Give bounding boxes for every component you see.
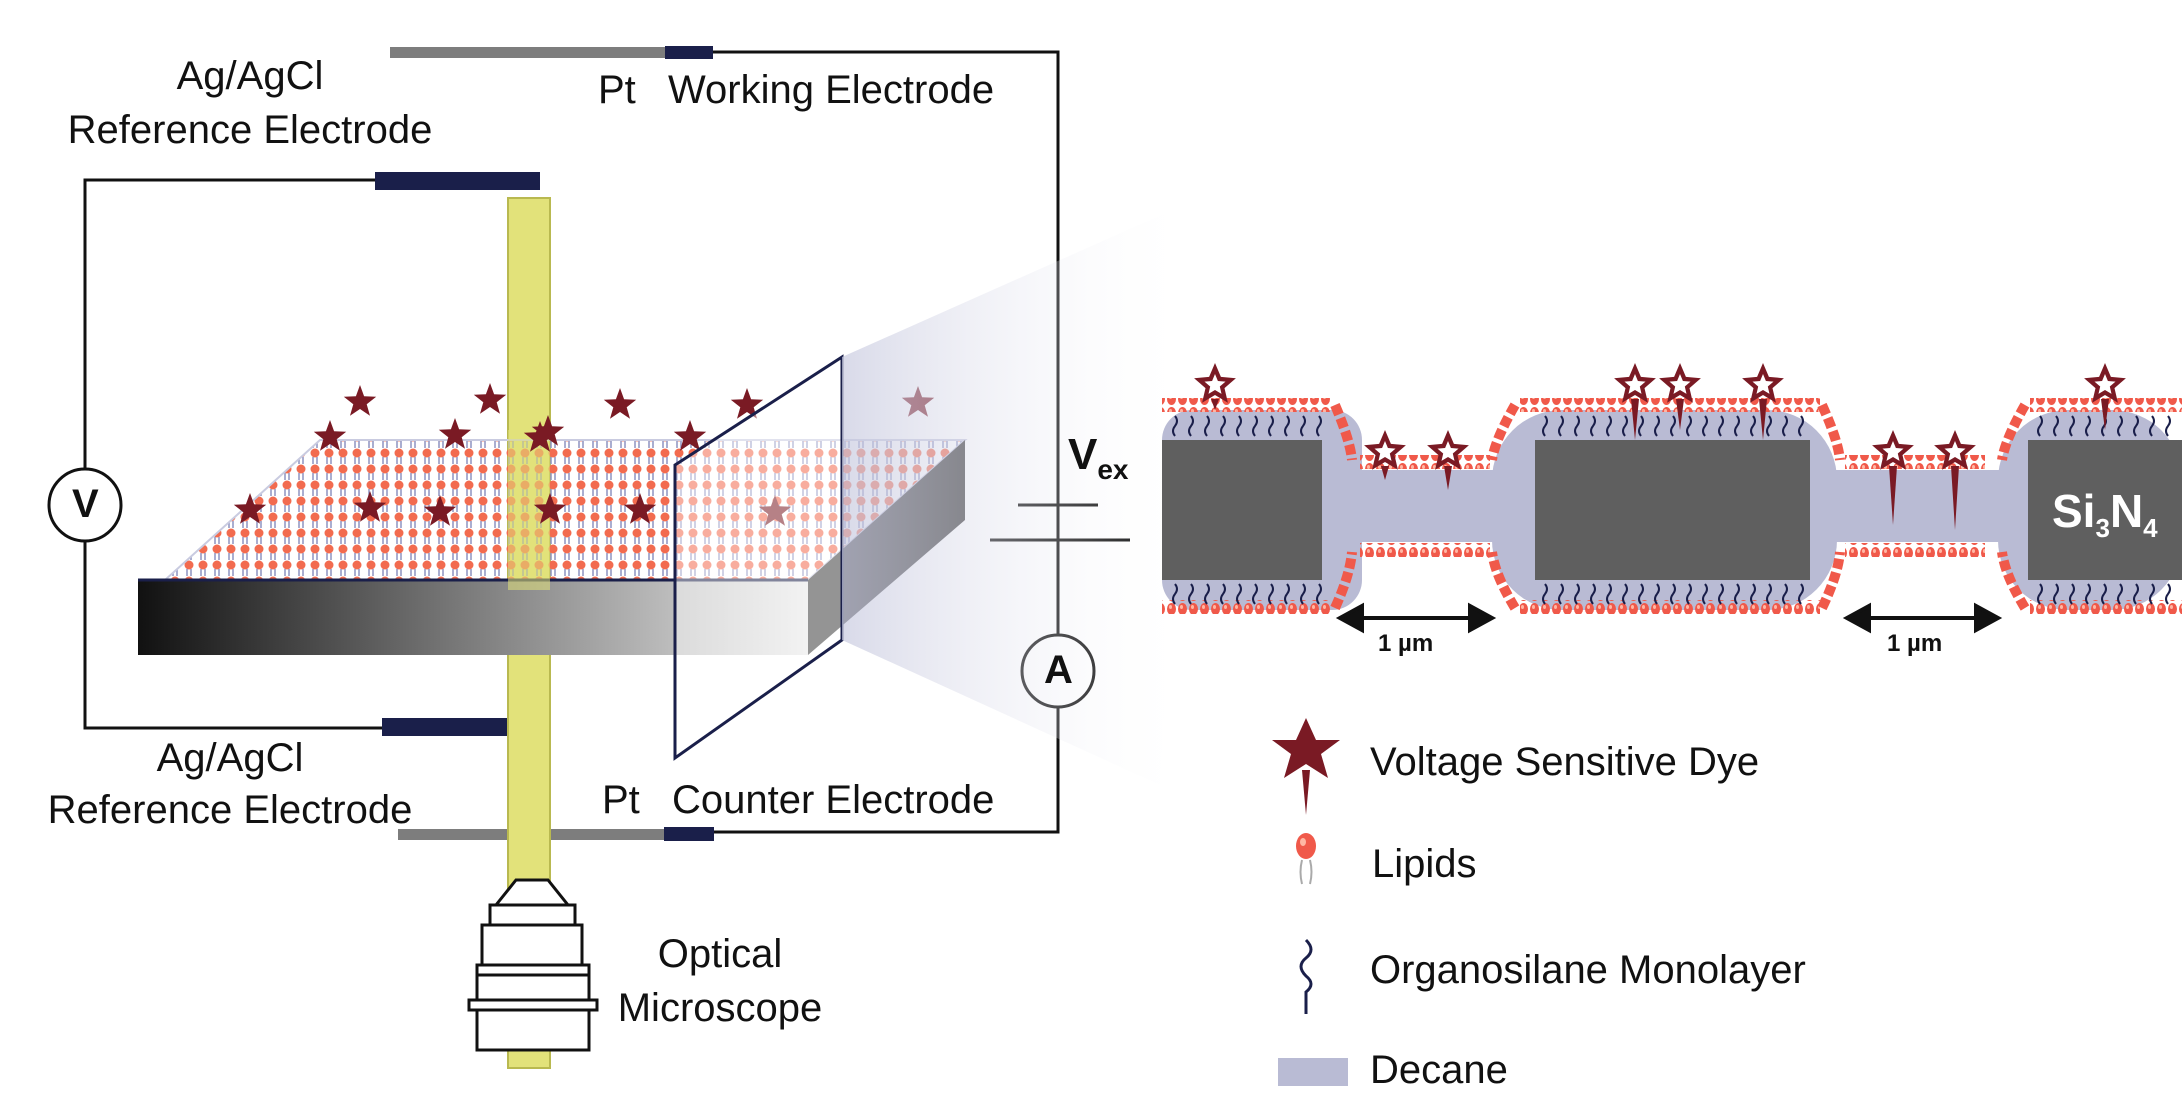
dye-star-marker (473, 383, 507, 414)
legend-organosilane-label: Organosilane Monolayer (1370, 948, 1806, 992)
zoom-projection (842, 200, 1195, 785)
scale-label-left: 1 µm (1378, 630, 1434, 657)
dye-star-marker (438, 418, 472, 449)
dye-molecule (1659, 363, 1701, 430)
dye-star-marker (758, 495, 792, 526)
dye-molecule (2084, 363, 2126, 430)
dye-star-marker (343, 385, 377, 416)
vex-label: Vex (1068, 430, 1129, 485)
dye-star-marker (623, 493, 657, 524)
microscope-label-line2: Microscope (617, 986, 823, 1030)
ref-electrode-top-label-line1: Ag/AgCl (176, 54, 324, 98)
dye-molecule (1194, 363, 1236, 410)
dye-molecule (1364, 430, 1406, 480)
dye-star-marker (673, 420, 707, 451)
reference-electrode-bottom (382, 718, 547, 736)
microscope-label-line1: Optical (657, 932, 783, 976)
dye-molecule (1742, 363, 1784, 440)
dye-star-marker (523, 421, 557, 452)
scale-label-right: 1 µm (1887, 630, 1943, 657)
organosilane-icon (1299, 938, 1313, 1014)
dye-star-marker (603, 388, 637, 419)
dye-molecule (1614, 363, 1656, 440)
voltmeter-circle (47, 467, 123, 543)
decane-icon (1278, 1058, 1348, 1086)
working-electrode-prefix: Pt (598, 68, 636, 112)
working-electrode-label: Working Electrode (668, 68, 995, 112)
dye-molecule (1427, 430, 1469, 490)
counter-electrode-prefix: Pt (602, 778, 640, 822)
ammeter-symbol: A (1044, 648, 1073, 692)
ref-electrode-bottom-label-line2: Reference Electrode (47, 788, 413, 832)
si3n4-label: Si3N4 (2052, 485, 2158, 544)
dye-star-marker (233, 493, 267, 524)
dye-molecule (1872, 430, 1914, 525)
si3n4-block-1 (1162, 440, 1322, 580)
ref-electrode-bottom-label-line1: Ag/AgCl (156, 736, 304, 780)
circuit-wires (83, 50, 1060, 834)
dye-star-marker (533, 493, 567, 524)
counter-electrode-label: Counter Electrode (672, 778, 995, 822)
dye-star-marker (531, 415, 565, 446)
cross-section-plane (673, 354, 844, 761)
counter-electrode (398, 827, 714, 841)
legend-lipids-label: Lipids (1372, 842, 1477, 886)
voltage-sensitive-dye-markers (233, 383, 935, 526)
ref-electrode-top-label-line2: Reference Electrode (67, 108, 433, 152)
voltage-sensitive-dye-icon (1272, 718, 1340, 815)
dye-star-marker (730, 388, 764, 419)
dye-star-marker (423, 495, 457, 526)
dye-star-marker (313, 420, 347, 451)
lipid-icon (1296, 833, 1316, 885)
cross-section-dyes (1194, 363, 2126, 530)
dye-star-marker (353, 491, 387, 522)
si3n4-block-2 (1535, 440, 1810, 580)
legend-dye-label: Voltage Sensitive Dye (1370, 740, 1760, 784)
scale-bars (1335, 602, 2003, 634)
voltmeter-wire-top (83, 178, 385, 470)
counter-electrode-wire (712, 706, 1060, 834)
microscope-icon (467, 878, 599, 1052)
working-electrode (390, 46, 713, 59)
voltmeter-wire-bottom (83, 540, 385, 730)
dye-molecule (1934, 430, 1976, 530)
legend-decane-label: Decane (1370, 1048, 1508, 1092)
membrane-cross-section (1162, 398, 2182, 614)
si3n4-block-3 (2028, 440, 2182, 580)
reference-electrode-top (375, 172, 540, 190)
voltmeter-symbol: V (72, 482, 99, 526)
